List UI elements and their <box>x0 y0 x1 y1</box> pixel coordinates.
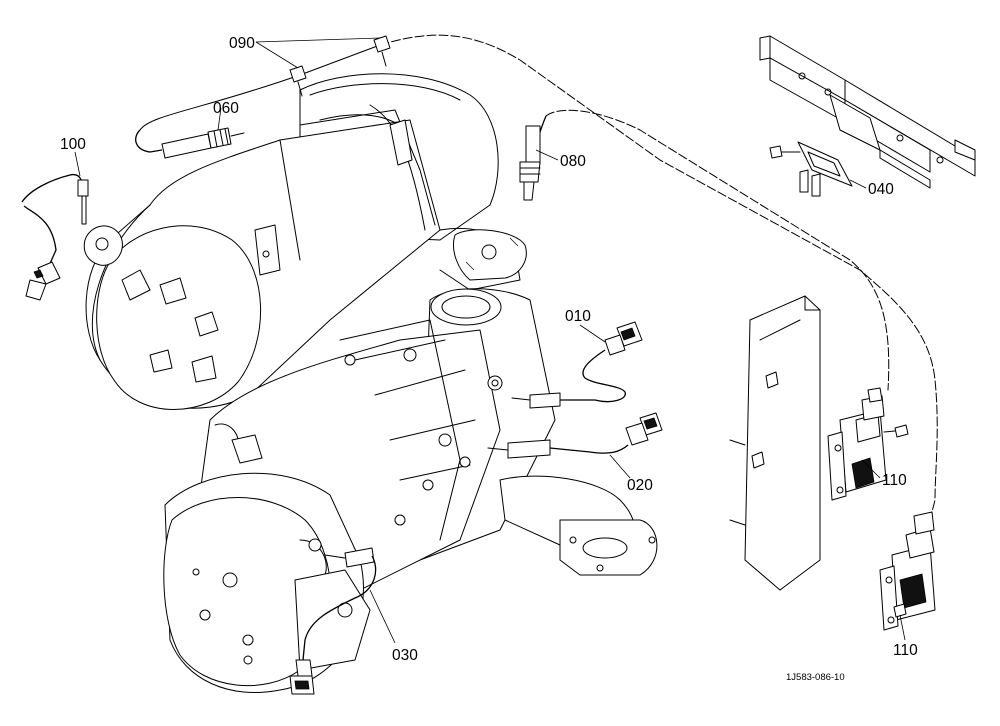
side-plate-110-assembly <box>729 295 936 631</box>
label-100: 100 <box>60 136 86 153</box>
leader-lines <box>74 37 906 644</box>
label-090: 090 <box>229 35 255 52</box>
sensor-080 <box>519 115 547 201</box>
sensor-010 <box>511 321 643 409</box>
sensor-030 <box>289 547 377 695</box>
label-110-lower: 110 <box>893 642 918 659</box>
label-010: 010 <box>565 308 591 325</box>
label-110-upper: 110 <box>882 472 907 489</box>
upper-dpf-assembly <box>83 73 521 410</box>
sensor-100 <box>21 173 89 301</box>
clamp-090 <box>289 35 391 97</box>
lower-dpf-assembly <box>163 288 658 694</box>
label-020: 020 <box>627 477 653 494</box>
sensor-060 <box>135 127 245 159</box>
label-040: 040 <box>868 181 894 198</box>
bracket-040-assembly <box>759 35 976 197</box>
label-060: 060 <box>213 100 239 117</box>
sensor-020 <box>487 412 663 459</box>
drawing-code: 1J583-086-10 <box>786 672 845 683</box>
harness-route <box>139 34 938 521</box>
outlet-flange <box>453 229 527 281</box>
label-080: 080 <box>560 153 586 170</box>
label-030: 030 <box>392 647 418 664</box>
